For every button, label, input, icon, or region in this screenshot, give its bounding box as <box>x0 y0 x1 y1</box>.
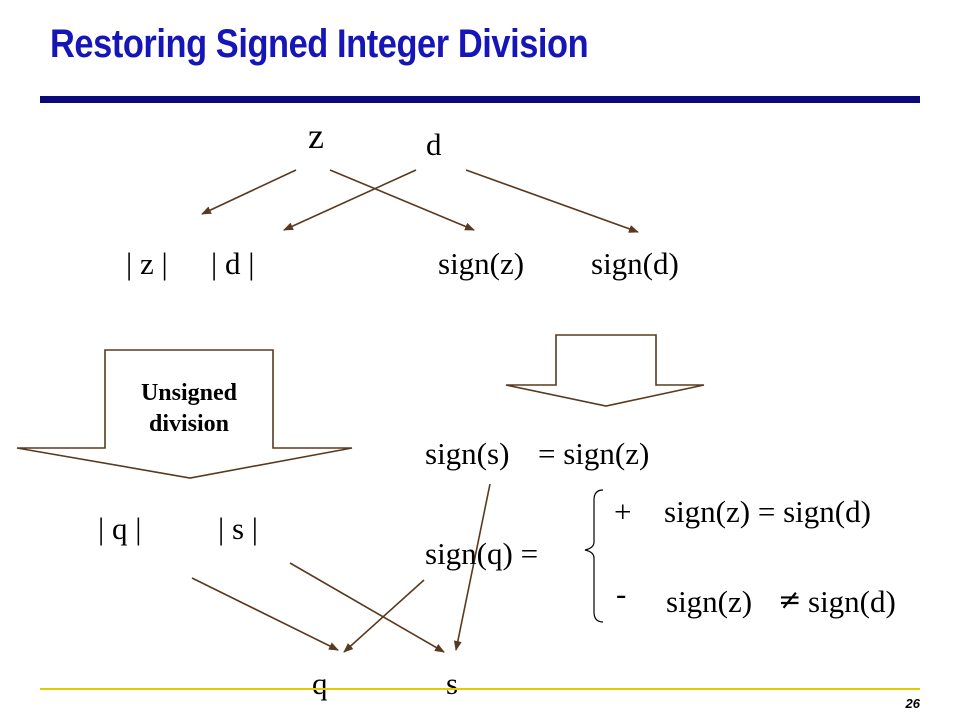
arrow-d-to-signd <box>465 169 639 233</box>
arrow-signs-to-s <box>453 483 491 651</box>
unsigned-division-line1: Unsigned <box>140 380 238 406</box>
input-d: d <box>426 127 442 162</box>
case-plus-symbol: + <box>614 494 632 529</box>
abs-s-label: | s | <box>218 511 258 546</box>
case-minus-condition-right: sign(d) <box>808 584 896 619</box>
abs-z-label: | z | <box>126 246 168 281</box>
cases-brace <box>584 489 604 623</box>
unsigned-division-label: Unsigned division <box>105 378 273 440</box>
sign-logic-block <box>505 334 705 407</box>
sign-d-label: sign(d) <box>591 246 679 281</box>
output-q: q <box>312 666 328 701</box>
slide-title: Restoring Signed Integer Division <box>50 22 589 66</box>
arrow-d-to-absd <box>283 169 417 231</box>
case-minus-symbol: - <box>616 576 627 611</box>
input-z: z <box>308 116 324 156</box>
arrow-signq-to-q <box>343 579 425 653</box>
title-underline <box>40 96 920 103</box>
case-minus-not-equal: ≠ <box>778 583 802 616</box>
sign-s-rhs: = sign(z) <box>538 436 650 471</box>
arrow-z-to-signz <box>329 169 475 231</box>
abs-q-label: | q | <box>98 511 142 546</box>
sign-s-lhs: sign(s) <box>425 436 510 471</box>
arrow-abss-to-s <box>289 562 445 653</box>
abs-d-label: | d | <box>211 246 255 281</box>
output-s: s <box>446 666 459 701</box>
arrow-absq-to-q <box>191 577 339 651</box>
sign-z-label: sign(z) <box>438 246 525 281</box>
footer-rule <box>40 688 920 690</box>
sign-q-lhs: sign(q) = <box>425 536 539 571</box>
page-number: 26 <box>905 696 920 711</box>
case-minus-condition-left: sign(z) <box>666 584 753 619</box>
unsigned-division-line2: division <box>148 411 230 438</box>
arrow-z-to-absz <box>201 169 297 215</box>
case-plus-condition: sign(z) = sign(d) <box>664 494 871 529</box>
unsigned-division-block <box>16 349 353 479</box>
